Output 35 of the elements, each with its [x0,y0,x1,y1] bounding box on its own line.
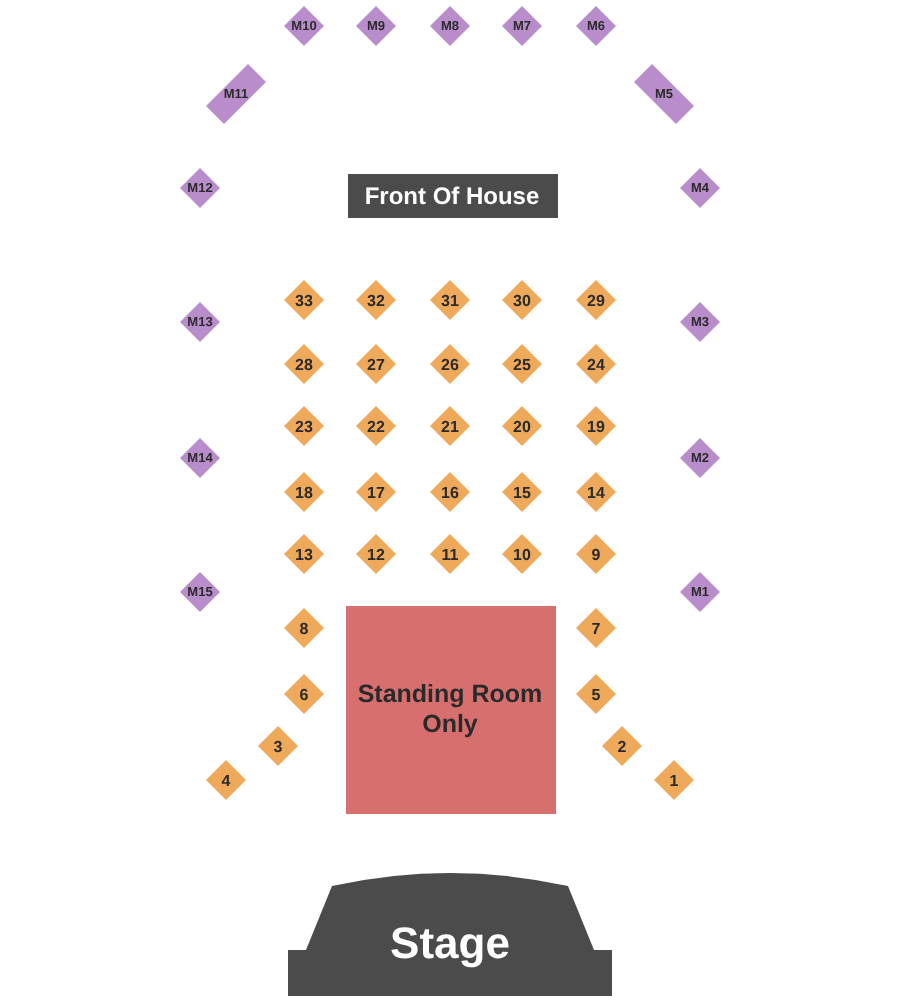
seat-marker: 3 [258,726,298,766]
seat-marker: 30 [502,280,542,320]
seat-marker: 32 [356,280,396,320]
seat-marker: 9 [576,534,616,574]
seat-marker: 14 [576,472,616,512]
seat-marker: 18 [284,472,324,512]
seat-marker: 23 [284,406,324,446]
standing-area: Standing Room Only [345,606,555,814]
seat-marker: 31 [430,280,470,320]
seat-marker: 12 [356,534,396,574]
seat-marker: 26 [430,344,470,384]
seat-marker: 28 [284,344,324,384]
seat-marker: 21 [430,406,470,446]
seat-marker: 8 [284,608,324,648]
seat-marker: 33 [284,280,324,320]
seat-marker: 5 [576,674,616,714]
seat-marker: 16 [430,472,470,512]
front-of-house-area: Front Of House [347,174,557,218]
seat-marker: 22 [356,406,396,446]
seat-marker: 6 [284,674,324,714]
seat-marker: 7 [576,608,616,648]
seat-marker: 25 [502,344,542,384]
seat-marker: 27 [356,344,396,384]
seat-marker: 11 [430,534,470,574]
seat-marker: 2 [602,726,642,766]
seat-marker: 29 [576,280,616,320]
seat-marker: 17 [356,472,396,512]
seat-marker: 10 [502,534,542,574]
seat-marker: 4 [206,760,246,800]
seat-marker: 15 [502,472,542,512]
seat-marker: 19 [576,406,616,446]
seat-marker: 20 [502,406,542,446]
seat-marker: 1 [654,760,694,800]
seat-marker: 24 [576,344,616,384]
seat-marker: 13 [284,534,324,574]
